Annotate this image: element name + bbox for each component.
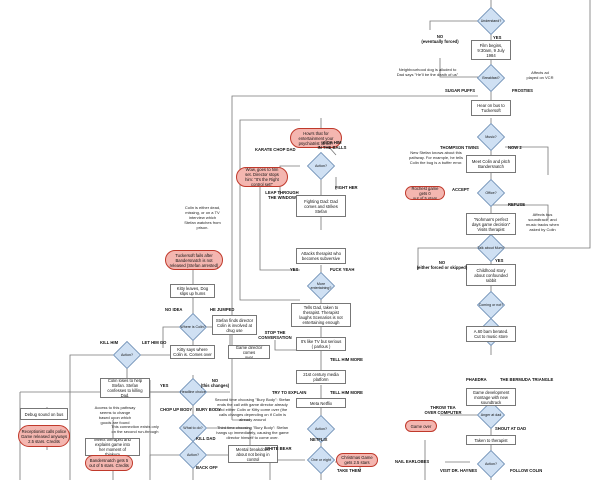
label-kill-him: KILL HIM [100,340,119,345]
connection-only-note: This connection exists only on the secon… [111,424,159,434]
anger-at-dad-diamond: Anger at dad [477,401,505,429]
meta-netflix-box: Meta Netflix [296,398,346,408]
label-refuse: REFUSE [508,202,525,207]
kitty-leaves-box: Kitty leaves, Dog slips up hums [170,284,215,298]
talk-mum-diamond: Talk about Mum? [477,234,505,262]
tells-dad-box: Tells Dad, taken to therapist. Therapist… [291,303,351,327]
game-over-oval: Game over [405,420,437,432]
debug-sound-box: Debug sound on bus [20,408,68,420]
more-entertaining-diamond: More entertaining? [307,272,335,300]
label-yes-top: YES [493,35,502,40]
label-now-2: NOW 2 [508,145,522,150]
action-mid-diamond: Action? [307,415,335,443]
label-leap-through: LEAP THROUGH THE WINDOW [265,190,299,200]
label-fight-her: FIGHT HER [335,185,358,190]
taken-therapist-box: Taken to therapist [466,435,516,445]
meet-colin-box: Meet Colin and pitch Bandersnatch [466,155,516,173]
label-fuck-yeah: FUCK YEAH [330,267,355,272]
what-to-do-diamond: What to do? [179,414,207,442]
access-pathway-note: Access to this pathway seems to change b… [94,405,136,425]
coming-or-not-diamond: Coming or not? [477,291,505,319]
label-kick-him: KICK HIM IN THE BALLS [317,140,347,150]
label-thompson-twins: THOMPSON TWINS [440,145,479,150]
label-step-convo: STOP THE CONVERSATION [258,330,292,340]
label-sugar-puffs: SUGAR PUFFS [445,88,476,93]
label-no-either-forced: NO (either forced or skipped) [416,260,468,270]
nohmans-brain-box: "Nohman's perfect days game decision" Vi… [466,213,516,235]
where-is-colin-diamond: Where is Colin? [179,313,207,341]
hear-him-box: Hear on bus to Tuckersoft [471,100,511,116]
label-bury-body: BURY BODY [196,407,221,412]
label-tell-him-more-2: TELL HIM MORE [330,390,363,395]
new-stefan-note: New Stefan knows about this pathway. For… [409,150,463,165]
meets-therapist-box: Meets therapist and explains game into h… [85,438,140,456]
receptionist-oval: Receptionist calls police Game released … [18,425,70,447]
label-white-bear: WHITE BEAR [265,446,292,451]
label-karate-chop: KARATE CHOP DAD [255,147,296,152]
action-left-diamond: Action? [113,341,141,369]
one-or-eight-diamond: One or eight [307,446,335,474]
attacks-therapist-box: Attacks therapist who becomes subversive [296,248,346,264]
label-netflix: NETFLIX [310,437,328,442]
label-back-off: BACK OFF [196,465,218,470]
label-chop-up-body: CHOP UP BODY [160,407,193,412]
label-try-explain: TRY TO EXPLAIN [272,390,307,395]
game-director-box: Game director comes over [228,345,270,359]
affects-bus-note: Affects bus soundtrack, and music tracks… [526,212,559,232]
colin-loses-box: Colin loses to help Stefan. Stefan confe… [100,378,150,398]
office-diamond: Office? [477,179,505,207]
mental-breakdown-box: Mental breakdown about not being in cont… [228,445,278,463]
label-follow-colin: FOLLOW COLIN [510,468,543,473]
headline-choice-diamond: Headline choice [179,378,207,406]
colin-dead-note: Colin is either dead, missing, or on a T… [184,205,221,230]
label-yes-mid: YES [495,258,504,263]
label-kill-dad: KILL DAD [196,436,216,441]
action-bottom-diamond: Action? [477,450,505,478]
second-time-note: Second time choosing "Bury Body": Stefan… [214,397,291,422]
label-visit-dr-haynes: VISIT DR. HAYNES [440,468,478,473]
wow-goes-oval: Wow, goes to film set. Director stops hi… [236,167,288,187]
label-tell-him-more: TELL HIM MORE [330,357,363,362]
childhood-story-box: Childhood story about confounded rabbit [466,264,516,286]
fighting-dad-box: Fighting Dad: Dad comes and strikes Stef… [296,195,346,217]
label-throw-tea: THROW TEA OVER COMPUTER [424,405,462,415]
action-lower-diamond: Action? [179,441,207,469]
label-shout-at-dad: SHOUT AT DAD [495,426,527,431]
christmas-oval: Christmas Game gets 2.5 stars [336,453,378,467]
label-frosties: FROSTIES [512,88,533,93]
label-he-jumped: HE JUMPED [210,307,235,312]
kitty-says-box: Kitty says where Colin is. Comes over [170,345,215,359]
label-let-him-go: LET HIM GO [142,340,167,345]
label-accept: ACCEPT [452,187,470,192]
stefan-finds-box: Stefan finds director Colin is involved … [212,315,257,335]
label-phaedra: PHAEDRA [466,377,487,382]
tuckersoft-fails-oval: Tuckersoft fails after Bandersnatch is n… [165,250,223,270]
label-no-idea: NO IDEA [165,307,183,312]
rochest-game-oval: Rochest game gets 0 out of 5 stars [405,186,445,200]
game-dev-montage-box: Game development montage with new soundt… [466,388,516,406]
label-yes-fight: YES [290,267,299,272]
label-take-them: TAKE THEM [337,468,362,473]
breakfast-diamond: Breakfast? [477,64,505,92]
affects-ad-note: Affects ad played on VCR [526,70,554,80]
label-no-this-changes: NO (this changes) [200,378,230,388]
action-upper-diamond: Action? [307,152,335,180]
third-time-note: Third time choosing "Bury Body": Stefan … [216,425,289,440]
film-begins-box: Film begins, 9:30am, 9 July 1984 [471,40,511,60]
its-tv-box: It's like TV but serious ( parlous ) [296,337,346,351]
music-diamond: Music? [477,123,505,151]
label-no-eventually-forced: NO (eventually forced) [421,34,459,44]
understand-diamond: Understand? [477,7,505,35]
hows-that-oval: How's that for entertainment your psychi… [290,128,342,148]
dad-toilet-box: A.60 bam berated. Cut to music store [466,326,516,342]
label-bermuda: THE BERMUDA TRIANGLE [500,377,554,382]
bandersnatch-gets-oval: Bandersnatch gets 5 out of 5 stars. Cred… [85,455,133,471]
label-yes-left: YES [160,383,169,388]
21st-century-box: 21st century media platform [296,370,346,384]
label-nail-earlobes: NAIL EARLOBES [395,459,430,464]
neighbourhood-note: Neighbourhood dog is alluded to Dad says… [396,67,459,77]
